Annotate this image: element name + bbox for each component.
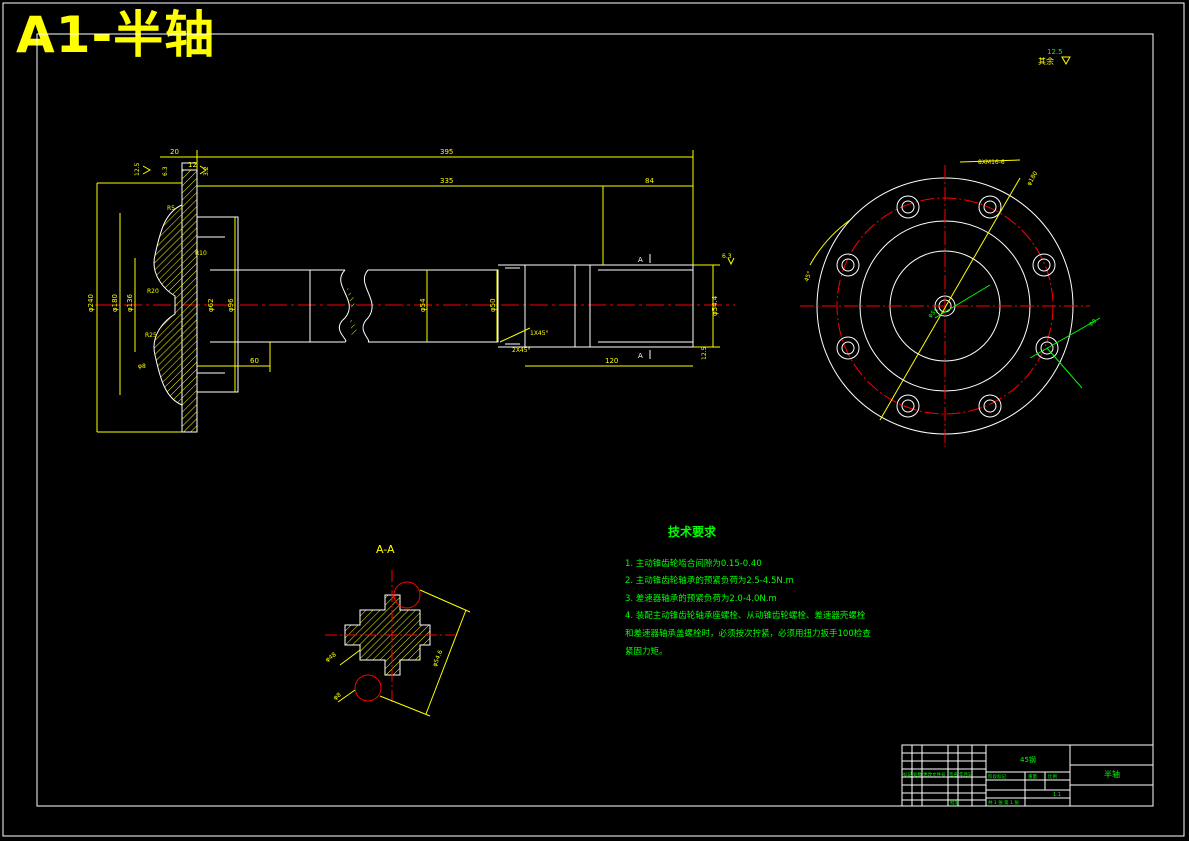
svg-text:20: 20 — [170, 148, 179, 156]
svg-text:φ55: φ55 — [927, 307, 941, 320]
svg-text:φ8: φ8 — [1088, 318, 1098, 328]
svg-text:技术要求: 技术要求 — [668, 524, 717, 539]
svg-text:批准: 批准 — [950, 799, 959, 806]
svg-text:φ54: φ54 — [419, 298, 427, 312]
svg-text:60: 60 — [250, 357, 259, 365]
flange-section — [153, 169, 198, 433]
svg-text:12.5: 12.5 — [701, 346, 708, 360]
svg-text:A-A: A-A — [376, 543, 395, 556]
svg-text:年月日: 年月日 — [959, 771, 973, 778]
section-a-a: A-A φ54.6 φ48 φ8 — [324, 543, 471, 717]
svg-text:395: 395 — [440, 148, 453, 156]
svg-text:φ54.6: φ54.6 — [431, 649, 444, 668]
svg-text:1:1: 1:1 — [1053, 792, 1061, 798]
svg-text:4. 装配主动锥齿轮轴承座螺栓、从动锥齿轮螺栓、差速器壳螺栓: 4. 装配主动锥齿轮轴承座螺栓、从动锥齿轮螺栓、差速器壳螺栓 — [625, 610, 866, 621]
svg-text:半轴: 半轴 — [1104, 769, 1120, 779]
svg-text:φ8: φ8 — [138, 363, 146, 370]
svg-text:6.3: 6.3 — [162, 166, 169, 176]
svg-text:比例: 比例 — [1048, 773, 1057, 780]
svg-text:R25: R25 — [145, 332, 157, 339]
svg-text:重量: 重量 — [1028, 773, 1037, 780]
svg-text:3. 差速器轴承的预紧负荷为2.0-4.0N.m: 3. 差速器轴承的预紧负荷为2.0-4.0N.m — [625, 593, 777, 604]
surface-finish-note: 12.5 其余 — [1038, 48, 1071, 66]
svg-text:84: 84 — [645, 177, 654, 185]
svg-text:φ96: φ96 — [227, 298, 235, 312]
svg-text:R5: R5 — [167, 205, 175, 212]
svg-text:R20: R20 — [147, 288, 159, 295]
svg-text:和差速器轴承盖螺栓时，必须按次拧紧，必须用扭力扳手100检查: 和差速器轴承盖螺栓时，必须按次拧紧，必须用扭力扳手100检查 — [625, 628, 871, 639]
svg-text:标记: 标记 — [903, 771, 912, 778]
svg-text:紧固力矩。: 紧固力矩。 — [625, 646, 668, 657]
svg-text:45°: 45° — [803, 270, 813, 282]
svg-text:其余: 其余 — [1038, 56, 1054, 66]
svg-text:阶段标记: 阶段标记 — [988, 773, 1006, 780]
svg-text:335: 335 — [440, 177, 453, 185]
svg-text:120: 120 — [605, 357, 618, 365]
svg-text:φ54.4: φ54.4 — [711, 295, 719, 316]
svg-text:φ62: φ62 — [207, 298, 215, 312]
svg-text:φ50: φ50 — [489, 298, 497, 312]
svg-text:2X45°: 2X45° — [512, 347, 531, 354]
svg-text:6.3: 6.3 — [722, 253, 732, 260]
svg-text:签名: 签名 — [949, 771, 958, 778]
svg-text:12.5: 12.5 — [1047, 48, 1063, 56]
flange-side-view: 8XM16-6 φ180 45° φ55 φ8 — [800, 159, 1101, 447]
svg-text:12.5: 12.5 — [134, 162, 141, 176]
title-block: 标记 处数 更改文件号 签名 年月日 批准 45钢 阶段标记 重量 比例 1:1… — [901, 744, 1154, 807]
svg-text:2. 主动锥齿轮轴承的预紧负荷为2.5-4.5N.m: 2. 主动锥齿轮轴承的预紧负荷为2.5-4.5N.m — [625, 575, 794, 586]
svg-text:3.2: 3.2 — [203, 166, 210, 176]
svg-text:1. 主动锥齿轮啮合间隙为0.15-0.40: 1. 主动锥齿轮啮合间隙为0.15-0.40 — [625, 558, 762, 569]
svg-text:φ8: φ8 — [332, 691, 343, 701]
svg-text:φ180: φ180 — [1026, 170, 1040, 187]
technical-requirements: 技术要求 1. 主动锥齿轮啮合间隙为0.15-0.40 2. 主动锥齿轮轴承的预… — [625, 524, 871, 657]
svg-text:φ48: φ48 — [324, 651, 338, 663]
svg-text:更改文件号: 更改文件号 — [923, 771, 946, 778]
svg-text:A: A — [638, 256, 643, 264]
svg-text:45钢: 45钢 — [1020, 755, 1036, 764]
svg-text:1X45°: 1X45° — [530, 330, 549, 337]
inner-frame — [36, 33, 1154, 807]
svg-text:φ240: φ240 — [87, 294, 95, 312]
svg-text:φ180: φ180 — [111, 294, 119, 312]
svg-text:8XM16-6: 8XM16-6 — [978, 159, 1005, 166]
svg-text:12: 12 — [188, 161, 197, 169]
svg-text:R10: R10 — [195, 250, 207, 257]
svg-text:处数: 处数 — [913, 771, 922, 778]
svg-text:A: A — [638, 352, 643, 360]
drawing-title: A1-半轴 — [16, 6, 216, 64]
svg-text:共 1 张 第 1 张: 共 1 张 第 1 张 — [988, 799, 1019, 806]
shaft-front-view: 395 335 84 120 20 12 60 φ240 φ180 φ136 φ… — [87, 148, 735, 433]
svg-text:φ136: φ136 — [126, 293, 134, 312]
